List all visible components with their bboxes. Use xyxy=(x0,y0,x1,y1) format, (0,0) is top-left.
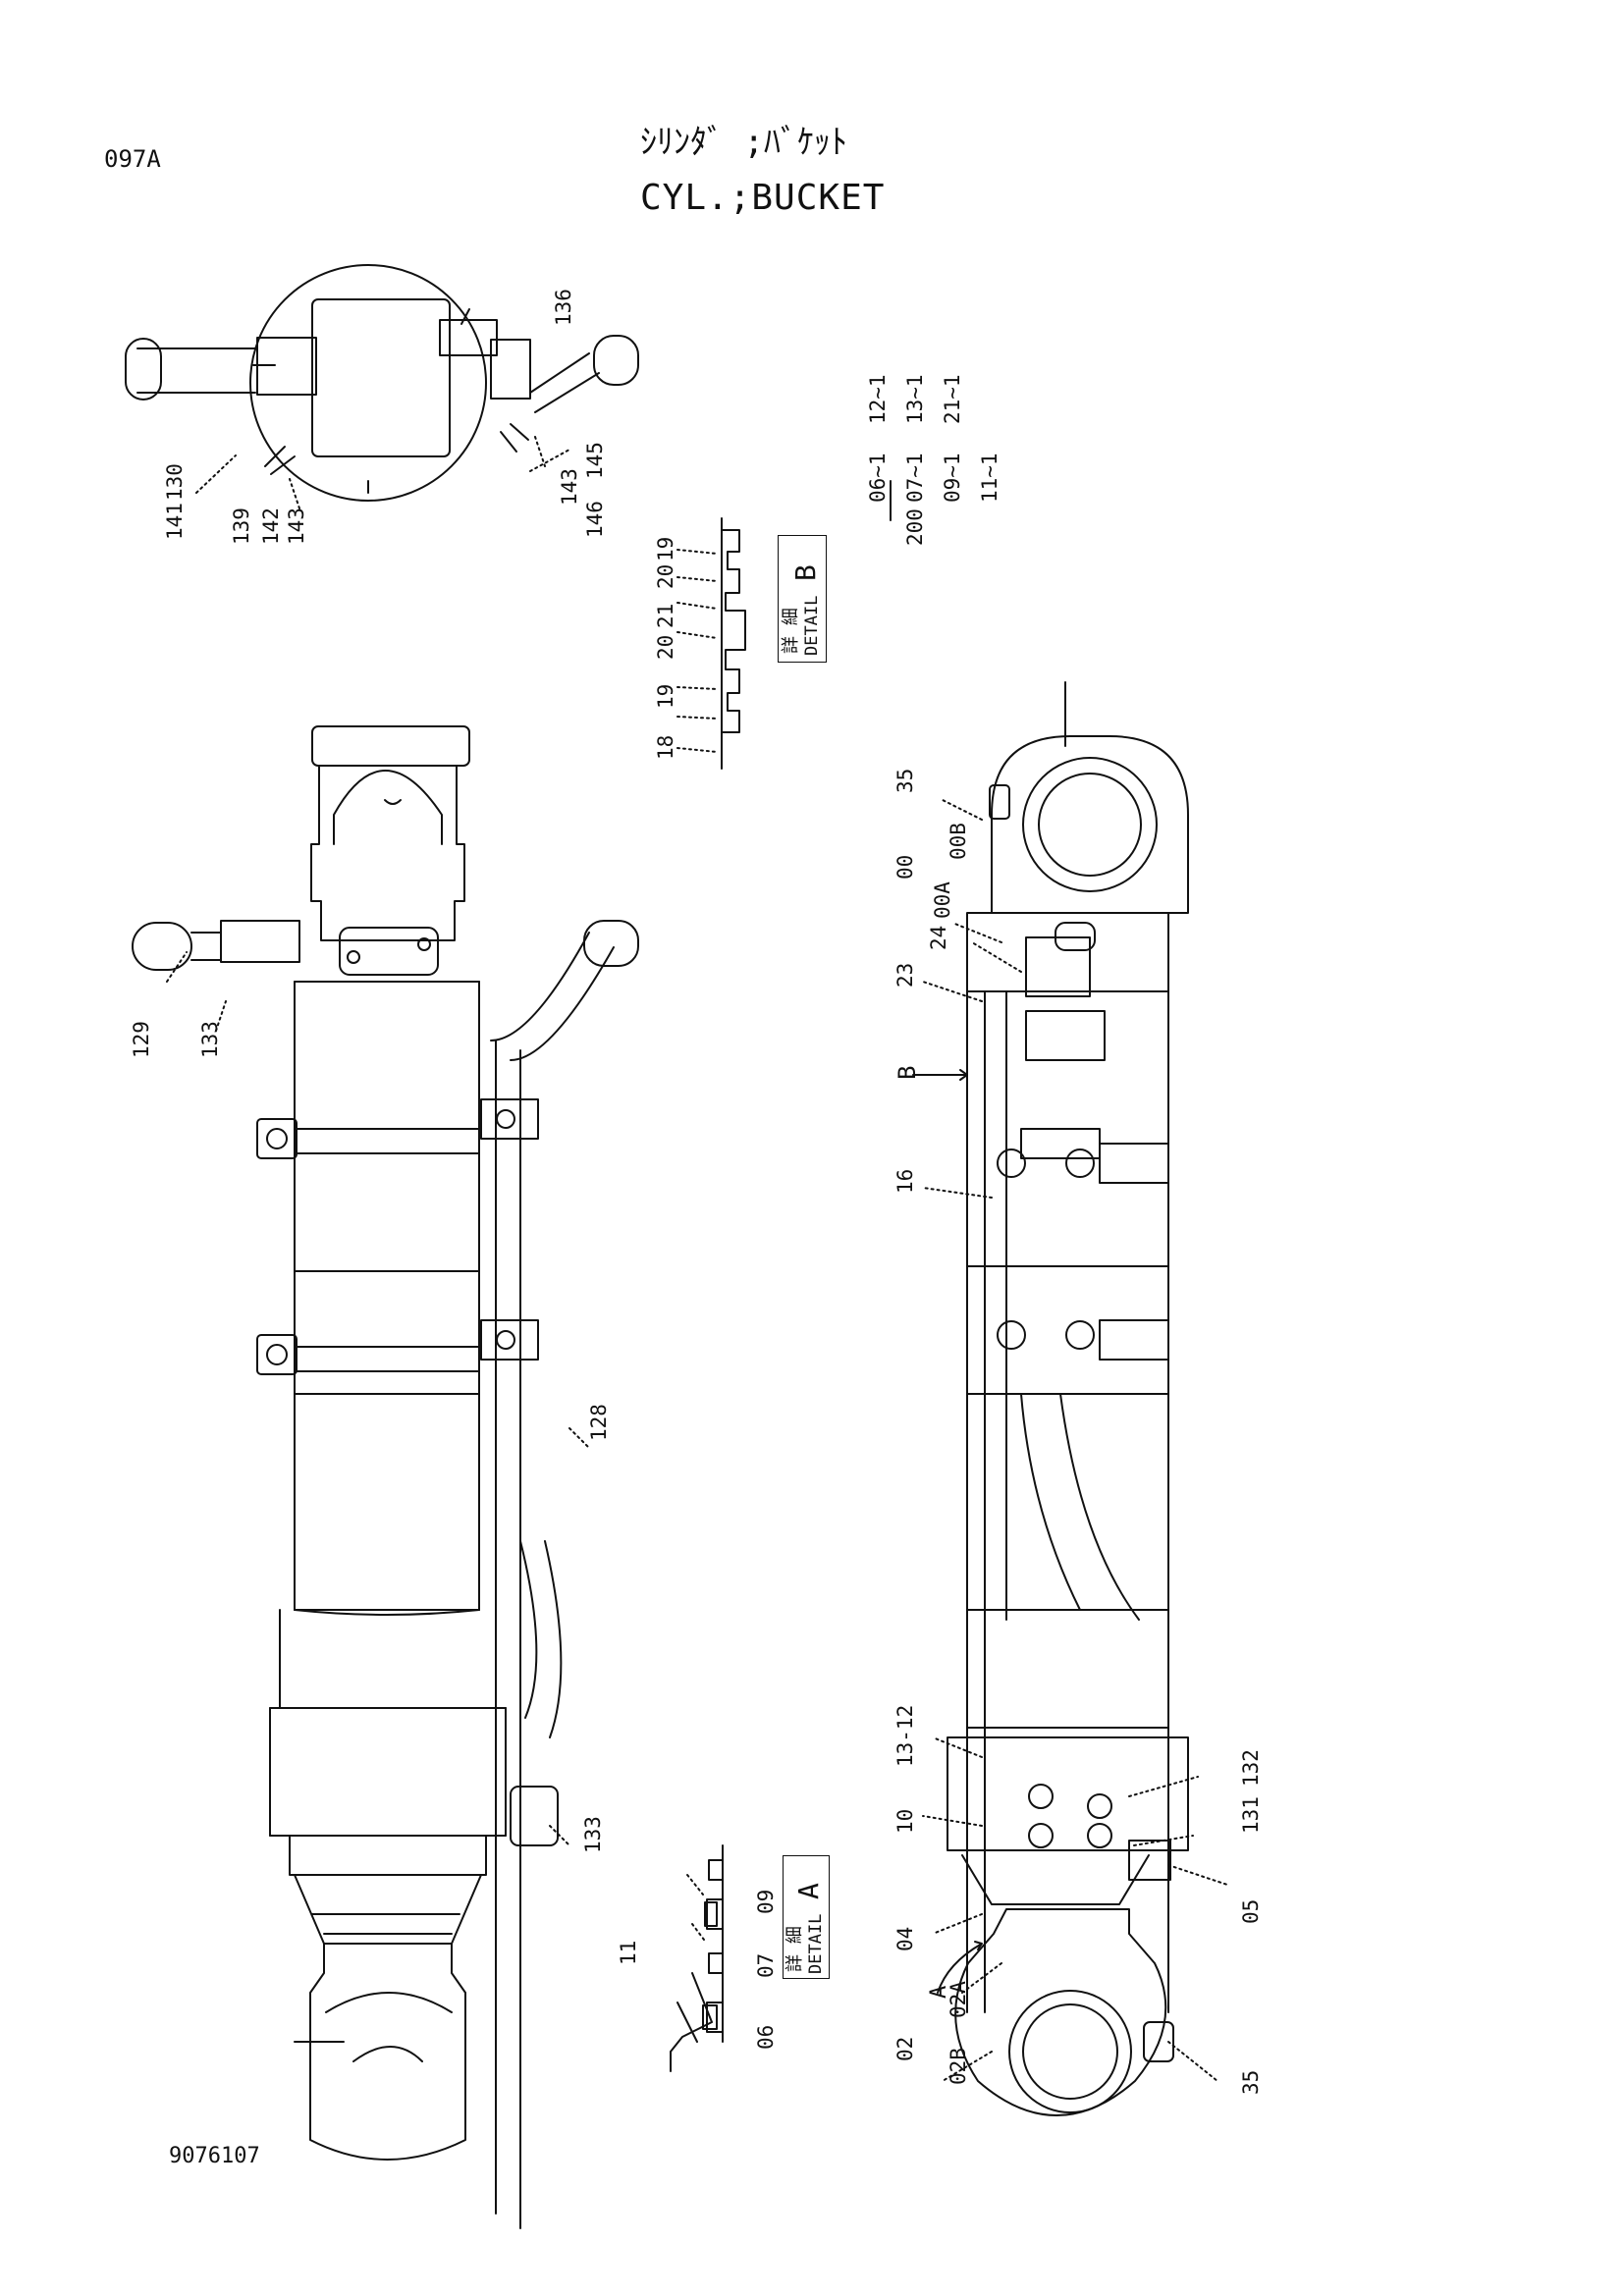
detail-b-box: B 詳 細 DETAIL xyxy=(778,535,827,663)
right-cylinder-drawing xyxy=(912,681,1228,2116)
detail-a-drawing xyxy=(670,1844,724,2072)
detail-a-box: A 詳 細 DETAIL xyxy=(783,1855,830,1979)
title-japanese: ｼﾘﾝﾀﾞ ;ﾊﾞｹｯﾄ xyxy=(640,123,847,162)
top-view-drawing xyxy=(125,264,639,509)
detail-b-drawing xyxy=(676,517,746,770)
title-english: CYL.;BUCKET xyxy=(640,178,886,218)
drawing-number: 9076107 xyxy=(169,2144,260,2168)
page-code: 097A xyxy=(104,145,161,173)
left-cylinder-drawing xyxy=(132,725,639,2229)
